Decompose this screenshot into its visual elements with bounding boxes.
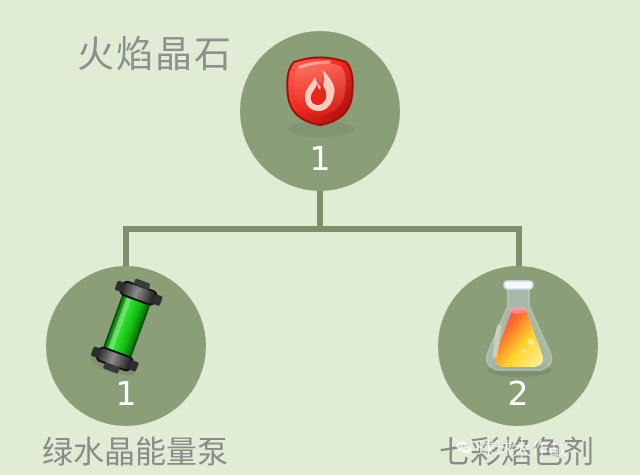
flame-crystal-icon bbox=[286, 56, 354, 137]
rainbow-potion-flask-icon bbox=[485, 280, 553, 377]
ingredient-node-rainbow-potion[interactable]: 2 bbox=[438, 266, 598, 426]
root-item-node[interactable]: 1 bbox=[240, 31, 400, 191]
item-title: 火焰晶石 bbox=[77, 33, 233, 76]
ingredient-node-green-crystal-energy-pump[interactable]: 1 bbox=[46, 266, 206, 426]
wechat-icon bbox=[456, 441, 472, 455]
ingredient-count-rainbow-potion: 2 bbox=[507, 374, 529, 413]
ingredient-label-green-crystal-energy-pump: 绿水晶能量泵 bbox=[42, 435, 228, 471]
watermark-text: 球球大作战 bbox=[477, 439, 567, 460]
root-item-count: 1 bbox=[309, 139, 331, 178]
green-crystal-energy-pump-icon bbox=[89, 278, 163, 376]
watermark: 球球大作战 bbox=[455, 430, 567, 466]
ingredient-count-green-crystal-energy-pump: 1 bbox=[115, 374, 137, 413]
